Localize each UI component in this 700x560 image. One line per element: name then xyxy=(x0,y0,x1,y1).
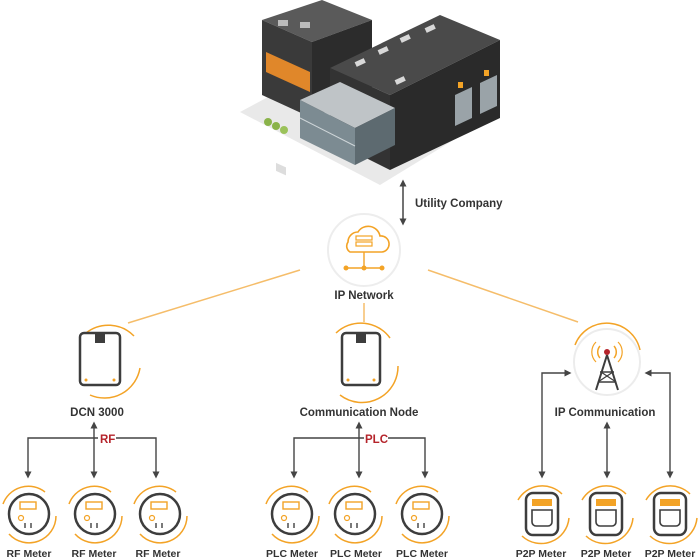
plc-meter-label: PLC Meter xyxy=(396,548,448,560)
round-meter-icon xyxy=(395,485,450,544)
rf-meter-label: RF Meter xyxy=(72,548,117,560)
p2p-meter-icon xyxy=(581,485,634,545)
plc-protocol-label: PLC xyxy=(365,434,388,446)
meter-labels: RF Meter RF Meter RF Meter PLC Meter PLC… xyxy=(7,548,696,560)
p2p-meter-icon xyxy=(517,485,570,545)
round-meter-icon xyxy=(133,485,188,544)
communication-node-icon xyxy=(335,322,399,404)
round-meter-icon xyxy=(68,485,123,544)
p2p-meter-label: P2P Meter xyxy=(516,548,567,560)
p2p-meter-label: P2P Meter xyxy=(581,548,632,560)
p2p-meter-label: P2P Meter xyxy=(645,548,696,560)
rf-protocol-label: RF xyxy=(100,434,115,446)
p2p-meter-icon xyxy=(645,485,698,545)
rf-meters xyxy=(2,485,188,544)
plc-meter-label: PLC Meter xyxy=(330,548,382,560)
ip-network-label: IP Network xyxy=(334,290,394,302)
round-meter-icon xyxy=(2,485,57,544)
p2p-branch-arrows xyxy=(538,369,674,479)
plc-meters xyxy=(265,485,450,544)
plc-branch-arrows xyxy=(290,421,429,479)
cloud-server-icon xyxy=(327,213,401,287)
ip-communication-label: IP Communication xyxy=(555,407,656,419)
rf-meter-label: RF Meter xyxy=(136,548,181,560)
communication-node-label: Communication Node xyxy=(300,407,419,419)
plc-meter-label: PLC Meter xyxy=(266,548,318,560)
utility-company-label: Utility Company xyxy=(415,198,503,210)
p2p-meters xyxy=(517,485,698,545)
radio-tower-icon xyxy=(573,322,641,396)
network-links xyxy=(127,269,579,324)
dcn-label: DCN 3000 xyxy=(70,407,124,419)
rf-branch-arrows xyxy=(24,421,160,479)
round-meter-icon xyxy=(265,485,320,544)
dcn-device-icon xyxy=(78,324,141,399)
round-meter-icon xyxy=(328,485,383,544)
window-icon xyxy=(276,162,286,176)
rf-meter-label: RF Meter xyxy=(7,548,52,560)
utility-building-icon xyxy=(240,0,500,185)
